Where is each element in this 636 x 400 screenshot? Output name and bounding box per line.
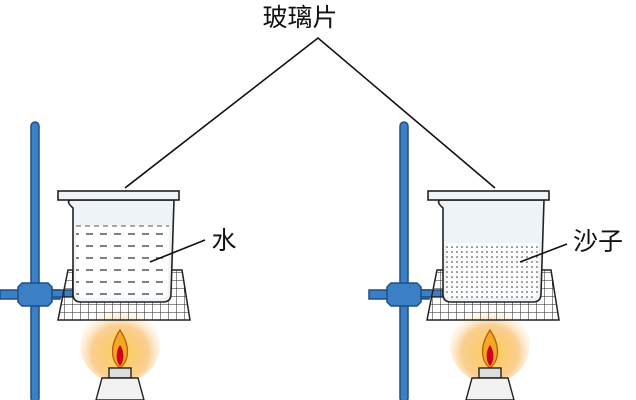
sand-label: 沙子 bbox=[573, 227, 623, 256]
glass-plate bbox=[427, 190, 550, 201]
beaker-icon bbox=[67, 199, 175, 303]
glass-plate bbox=[57, 190, 180, 201]
water-label: 水 bbox=[211, 226, 236, 255]
alcohol-lamp-flame-icon bbox=[465, 328, 515, 400]
glass-plate-label: 玻璃片 bbox=[262, 3, 337, 32]
beaker-icon bbox=[437, 199, 545, 303]
alcohol-lamp-flame-icon bbox=[95, 328, 145, 400]
iron-stand-icon bbox=[368, 121, 448, 400]
right-apparatus: 沙子 bbox=[368, 121, 623, 400]
sand-contents bbox=[446, 243, 539, 298]
water-contents bbox=[76, 226, 169, 298]
left-apparatus: 水 bbox=[0, 121, 237, 400]
glass-plate-pointer-lines bbox=[124, 36, 496, 189]
iron-stand-icon bbox=[0, 121, 79, 400]
